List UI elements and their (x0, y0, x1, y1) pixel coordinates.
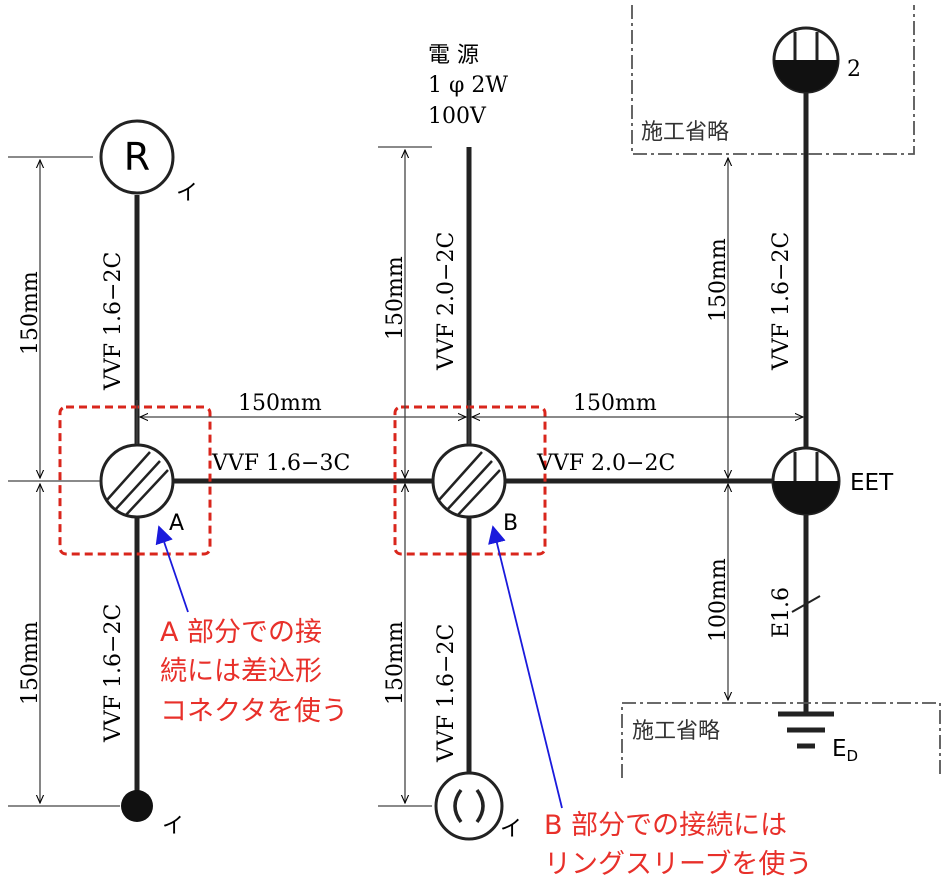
cable-mid-lower: VVF 1.6−2C (434, 624, 459, 763)
box-b-label: B (503, 511, 518, 536)
ground-symbol (778, 711, 834, 749)
cable-horiz-right: VVF 2.0−2C (536, 451, 675, 476)
omitted-frame-bottom (621, 702, 941, 778)
cable-mid-upper: VVF 2.0−2C (434, 232, 459, 371)
power-phase: 1 φ 2W (428, 73, 508, 98)
box-a-frame (58, 405, 212, 556)
receptacle-mark: イ (176, 181, 198, 206)
outlet-2-count: 2 (847, 57, 861, 82)
pendant-mark: イ (162, 814, 184, 839)
box-a-label: A (169, 511, 184, 536)
omitted-frame-top (631, 5, 915, 155)
dim-left-upper: 150mm (18, 271, 43, 355)
ground-label: ED (832, 736, 858, 765)
ceiling-light-symbol (434, 771, 504, 841)
note-a-line3: コネクタを使う (160, 696, 348, 727)
note-a-line2: 続には差込形 (160, 656, 322, 687)
dim-horiz-right: 150mm (573, 391, 657, 416)
wires (134, 92, 809, 795)
dim-mid-upper: 150mm (383, 256, 408, 340)
cable-horiz-left: VVF 1.6−3C (211, 451, 350, 476)
leader-arrow-b (488, 525, 563, 809)
note-b-line1: B 部分での接続には (544, 810, 787, 841)
omitted-label-bottom: 施工省略 (632, 719, 720, 744)
cable-right-upper: VVF 1.6−2C (769, 232, 794, 371)
power-voltage: 100V (428, 104, 487, 129)
cable-right-lower: E1.6 (769, 587, 794, 638)
outlet-2-symbol (772, 26, 840, 94)
cable-left-lower: VVF 1.6−2C (101, 604, 126, 743)
receptacle-r-label: R (124, 135, 150, 179)
dim-right-upper: 150mm (706, 238, 731, 322)
ceiling-mark: イ (500, 817, 522, 842)
dim-right-lower: 100mm (706, 558, 731, 642)
pendant-symbol (121, 790, 153, 822)
note-a-line1: A 部分での接 (160, 617, 322, 648)
leader-arrow-a (155, 525, 189, 613)
junction-box-a (99, 443, 175, 519)
grounding-tick (791, 595, 821, 613)
dim-horiz-left: 150mm (238, 391, 322, 416)
dimension-lines (8, 146, 803, 807)
box-b-frame (393, 405, 547, 556)
omitted-label-top: 施工省略 (641, 120, 729, 145)
power-label: 電 源 (428, 43, 479, 68)
dim-left-lower: 150mm (18, 621, 43, 705)
receptacle-r-symbol: R (99, 119, 175, 195)
cable-left-upper: VVF 1.6−2C (101, 252, 126, 391)
dim-mid-lower: 150mm (383, 621, 408, 705)
note-b-line2: リングスリーブを使う (544, 849, 812, 880)
eet-outlet-symbol (771, 446, 841, 516)
eet-label: EET (850, 470, 894, 496)
junction-box-b (431, 443, 507, 519)
